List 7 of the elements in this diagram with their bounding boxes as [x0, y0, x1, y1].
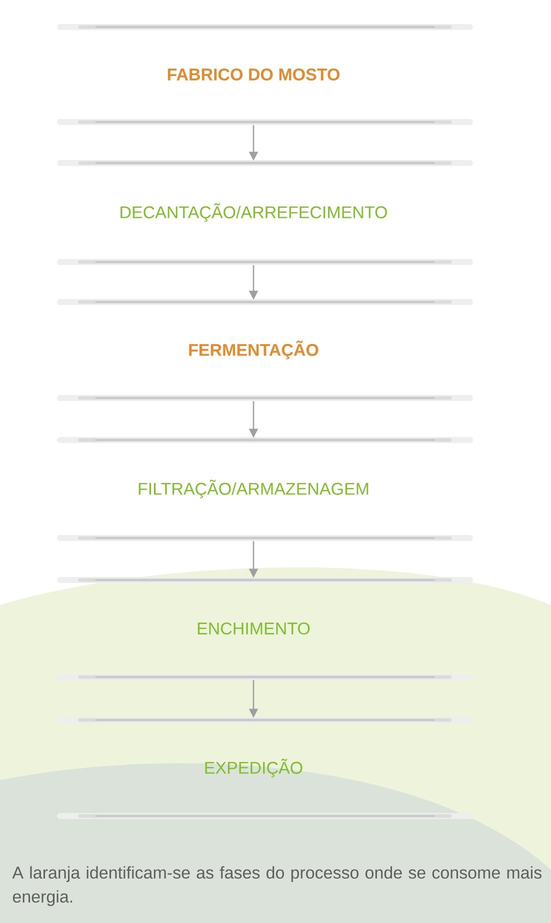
- process-band: FILTRAÇÃO/ARMAZENAGEM: [57, 437, 473, 541]
- process-band: EXPEDIÇÃO: [57, 717, 473, 819]
- process-band: FABRICO DO MOSTO: [57, 24, 473, 125]
- process-band: ENCHIMENTO: [57, 577, 473, 680]
- process-band: FERMENTAÇÃO: [57, 299, 473, 401]
- caption: A laranja identificam-se as fases do processo onde se consome mais energia.: [12, 866, 542, 906]
- process-band: DECANTAÇÃO/ARREFECIMENTO: [57, 160, 473, 265]
